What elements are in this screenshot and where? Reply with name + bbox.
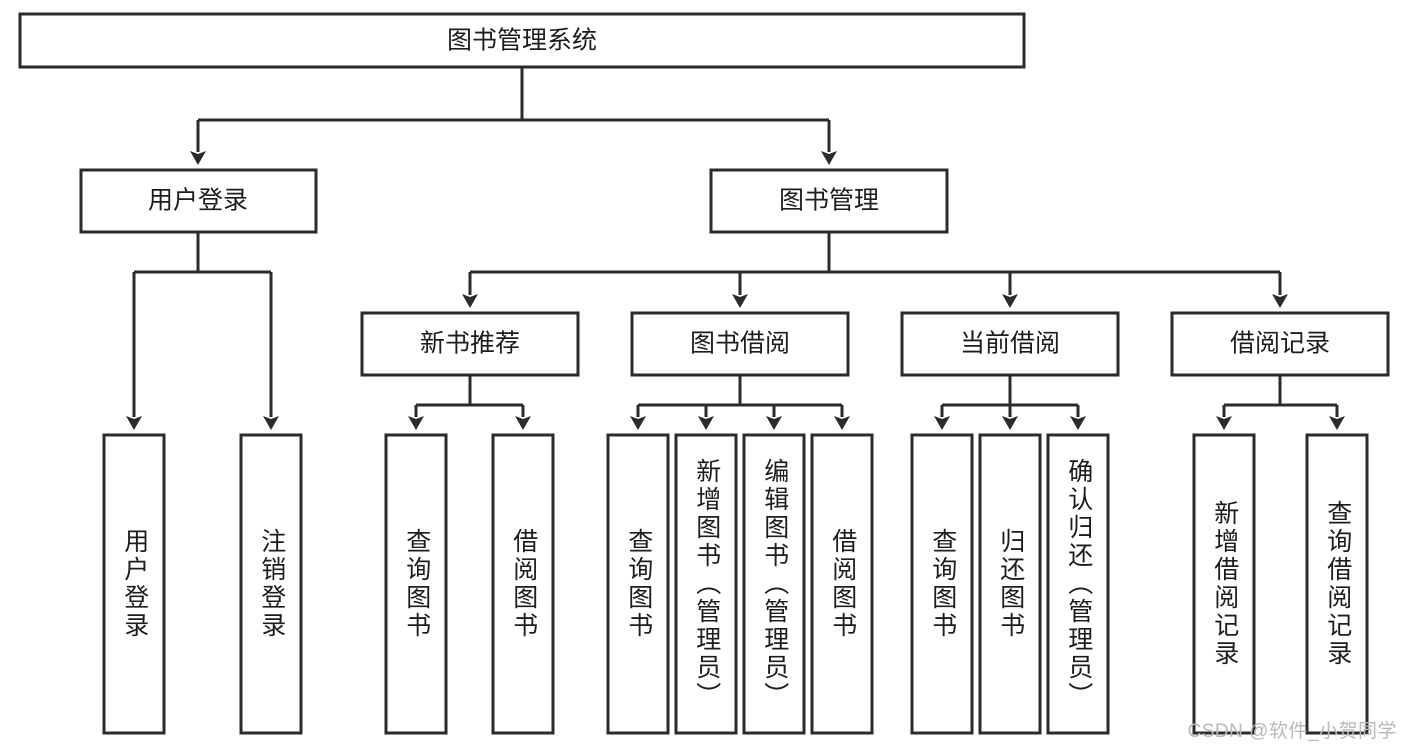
- node-root-label: 图书管理系统: [447, 27, 597, 55]
- leaf-box-book-borrow-2[interactable]: [674, 433, 738, 735]
- node-new-book-recommend[interactable]: 新书推荐: [360, 311, 580, 377]
- node-book-borrow-box[interactable]: [630, 311, 850, 377]
- node-book-manage[interactable]: 图书管理: [709, 168, 949, 234]
- leaf-box-current-borrow-1[interactable]: [910, 433, 974, 735]
- leaf-box-new-book-2[interactable]: [491, 433, 555, 735]
- node-root[interactable]: 图书管理系统: [18, 12, 1026, 69]
- node-borrow-record-box[interactable]: [1170, 311, 1390, 377]
- node-book-borrow-label: 图书借阅: [690, 330, 790, 358]
- leaf-box-new-book-1[interactable]: [384, 433, 448, 735]
- node-user-login-label: 用户登录: [148, 187, 248, 215]
- leaf-box-borrow-record-1[interactable]: [1192, 433, 1256, 735]
- leaf-box-borrow-record-2[interactable]: [1305, 433, 1369, 735]
- node-user-login[interactable]: 用户登录: [79, 168, 318, 234]
- leaf-box-book-borrow-1[interactable]: [606, 433, 670, 735]
- edges-group: [126, 67, 1345, 430]
- leaf-box-user-login-2[interactable]: [239, 433, 303, 735]
- node-root-box[interactable]: [18, 12, 1026, 69]
- node-borrow-record[interactable]: 借阅记录: [1170, 311, 1390, 377]
- node-current-borrow-label: 当前借阅: [960, 330, 1060, 358]
- node-book-manage-box[interactable]: [709, 168, 949, 234]
- node-current-borrow[interactable]: 当前借阅: [900, 311, 1120, 377]
- leaf-box-book-borrow-3[interactable]: [742, 433, 806, 735]
- node-borrow-record-label: 借阅记录: [1230, 330, 1330, 358]
- node-current-borrow-box[interactable]: [900, 311, 1120, 377]
- node-new-book-recommend-box[interactable]: [360, 311, 580, 377]
- leaf-box-current-borrow-3[interactable]: [1046, 433, 1110, 735]
- node-new-book-recommend-label: 新书推荐: [420, 330, 520, 358]
- node-book-borrow[interactable]: 图书借阅: [630, 311, 850, 377]
- leaf-box-current-borrow-2[interactable]: [978, 433, 1042, 735]
- leaf-box-user-login-1[interactable]: [102, 433, 166, 735]
- node-user-login-box[interactable]: [79, 168, 318, 234]
- watermark-text: CSDN @软件_小贺同学: [1187, 721, 1397, 742]
- leaf-box-book-borrow-4[interactable]: [810, 433, 874, 735]
- node-book-manage-label: 图书管理: [779, 187, 879, 215]
